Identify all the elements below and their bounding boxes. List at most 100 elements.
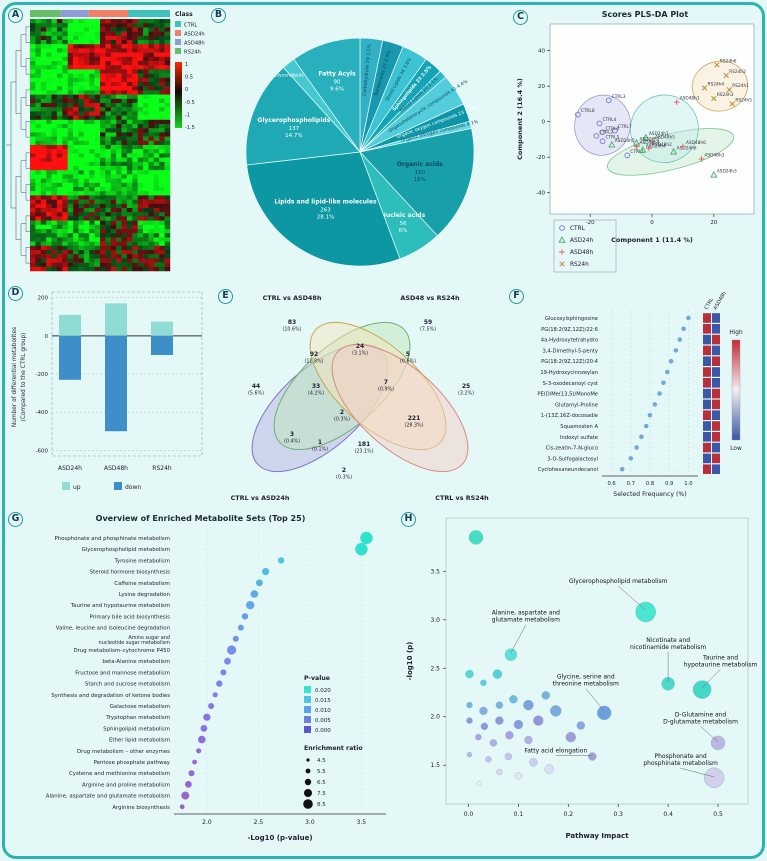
svg-text:Caffeine metabolism: Caffeine metabolism bbox=[114, 581, 170, 587]
svg-text:0.015: 0.015 bbox=[315, 698, 331, 704]
svg-text:Phosphonate and: Phosphonate and bbox=[655, 753, 707, 760]
svg-text:0.005: 0.005 bbox=[315, 718, 331, 724]
p athway-bubble-chart: 0.00.10.20.30.40.51.52.02.53.03.5Glycero… bbox=[406, 517, 757, 840]
svg-text:24: 24 bbox=[356, 343, 364, 350]
svg-text:Lipids and lipid-like molecule: Lipids and lipid-like molecules bbox=[274, 198, 377, 205]
svg-text:ASD24h: ASD24h bbox=[58, 465, 82, 472]
svg-text:CTRL8: CTRL8 bbox=[581, 108, 595, 114]
enrichment-dot bbox=[185, 781, 192, 788]
pie-chart: Carbohydrate 29 3.1%Benzenoids 27 2.9%St… bbox=[245, 37, 480, 267]
svg-text:-400: -400 bbox=[36, 410, 49, 416]
svg-text:(23.1%): (23.1%) bbox=[355, 449, 374, 455]
enrichment-dot bbox=[241, 613, 249, 620]
svg-text:-1.5: -1.5 bbox=[185, 125, 195, 131]
svg-text:0.5: 0.5 bbox=[713, 811, 723, 818]
plsda-scatter-chart: CTRL3CTRL8CTRL4CTRL7CTRL6CTRL2CTRL5CTRL1… bbox=[516, 23, 755, 273]
svg-text:CTRL7: CTRL7 bbox=[618, 124, 632, 130]
svg-text:150: 150 bbox=[414, 170, 425, 176]
frequency-dot bbox=[681, 326, 686, 332]
svg-text:3.5: 3.5 bbox=[430, 568, 440, 575]
svg-text:RS24h: RS24h bbox=[184, 50, 201, 56]
svg-text:-40: -40 bbox=[536, 191, 545, 197]
svg-text:ASD48h4: ASD48h4 bbox=[640, 140, 660, 146]
svg-text:ASD24h5: ASD24h5 bbox=[615, 138, 635, 144]
svg-text:Cysteine and methionine metabo: Cysteine and methionine metabolism bbox=[69, 771, 170, 777]
svg-text:S-3-oxodecanoyl cyst: S-3-oxodecanoyl cyst bbox=[543, 381, 598, 387]
svg-text:Primary bile acid biosynthesis: Primary bile acid biosynthesis bbox=[90, 614, 171, 620]
svg-text:Tryptophan metabolism: Tryptophan metabolism bbox=[105, 715, 170, 721]
svg-text:3.0: 3.0 bbox=[305, 819, 315, 826]
svg-text:25: 25 bbox=[462, 383, 470, 390]
svg-text:263: 263 bbox=[320, 207, 331, 213]
svg-text:Lysine degradation: Lysine degradation bbox=[119, 592, 170, 598]
svg-text:CTRL6: CTRL6 bbox=[606, 126, 620, 132]
panel-label-A: A bbox=[8, 8, 23, 23]
svg-text:(28.3%): (28.3%) bbox=[405, 423, 424, 429]
svg-text:ASD48h: ASD48h bbox=[104, 465, 128, 472]
pie-slice bbox=[359, 127, 475, 237]
svg-text:ASD48h: ASD48h bbox=[570, 250, 593, 256]
svg-text:nicotinamide metabolism: nicotinamide metabolism bbox=[630, 644, 706, 651]
svg-text:-log10 (p): -log10 (p) bbox=[406, 642, 414, 681]
svg-text:RS24h6: RS24h6 bbox=[720, 58, 737, 64]
svg-text:92: 92 bbox=[310, 351, 318, 358]
svg-text:ASD24h1: ASD24h1 bbox=[649, 131, 669, 137]
svg-text:7: 7 bbox=[384, 379, 388, 386]
svg-text:Arginine and proline metabolis: Arginine and proline metabolism bbox=[82, 782, 170, 788]
enrichment-dot bbox=[256, 579, 263, 587]
svg-text:181: 181 bbox=[358, 441, 371, 448]
svg-text:ASD24h: ASD24h bbox=[184, 32, 205, 38]
svg-text:137: 137 bbox=[289, 126, 300, 132]
panel-label-D: D bbox=[8, 286, 23, 301]
svg-text:20: 20 bbox=[538, 84, 545, 90]
svg-text:6.5: 6.5 bbox=[317, 780, 326, 786]
svg-text:0.4: 0.4 bbox=[663, 811, 673, 818]
svg-text:0.000: 0.000 bbox=[315, 728, 331, 734]
svg-text:Starch and sucrose metabolism: Starch and sucrose metabolism bbox=[85, 682, 170, 688]
frequency-dot bbox=[619, 466, 625, 472]
svg-text:ASD48h1: ASD48h1 bbox=[680, 96, 700, 102]
svg-text:RS24h5: RS24h5 bbox=[735, 97, 752, 103]
pie-slice bbox=[245, 67, 361, 166]
svg-text:Ether lipid metabolism: Ether lipid metabolism bbox=[109, 738, 170, 744]
svg-text:33: 33 bbox=[312, 383, 320, 390]
svg-text:(0.9%): (0.9%) bbox=[378, 387, 394, 393]
svg-text:40: 40 bbox=[538, 49, 545, 55]
svg-text:Galactose metabolism: Galactose metabolism bbox=[110, 704, 170, 710]
pie-slice bbox=[246, 151, 401, 267]
svg-text:59: 59 bbox=[424, 319, 432, 326]
plsda-points: CTRL3CTRL8CTRL4CTRL7CTRL6CTRL2CTRL5CTRL1… bbox=[574, 58, 752, 178]
panel-label-F: F bbox=[509, 289, 524, 304]
svg-text:200: 200 bbox=[38, 296, 49, 302]
svg-text:phosphinate metabolism: phosphinate metabolism bbox=[643, 760, 718, 767]
venn-region-counts: 83(10.6%)59(7.5%)92(11.8%)24(3.1%)5(0.6%… bbox=[248, 319, 474, 481]
enrichment-dot bbox=[237, 624, 244, 631]
svg-text:ASD48h: ASD48h bbox=[713, 291, 728, 311]
svg-text:ASD48h6: ASD48h6 bbox=[686, 140, 706, 146]
svg-text:3: 3 bbox=[290, 431, 294, 438]
svg-text:Alanine, aspartate and glutama: Alanine, aspartate and glutamate metabol… bbox=[46, 794, 170, 800]
svg-text:Fructose and mannose metabolis: Fructose and mannose metabolism bbox=[75, 670, 170, 676]
svg-text:CTRL4: CTRL4 bbox=[602, 117, 616, 123]
svg-text:2: 2 bbox=[340, 409, 344, 416]
svg-text:RS24h3: RS24h3 bbox=[717, 92, 734, 98]
svg-text:CTRL vs ASD24h: CTRL vs ASD24h bbox=[231, 494, 290, 502]
frequency-dot bbox=[657, 391, 662, 396]
svg-text:Cyclohexaneundecanoi: Cyclohexaneundecanoi bbox=[538, 467, 598, 473]
svg-text:(4.2%): (4.2%) bbox=[308, 391, 324, 397]
panel-label-C: C bbox=[513, 10, 528, 25]
enrichment-dot bbox=[216, 680, 223, 687]
svg-text:Number of differential metabol: Number of differential metabolites bbox=[12, 327, 18, 427]
svg-text:83: 83 bbox=[288, 319, 296, 326]
svg-text:Enrichment ratio: Enrichment ratio bbox=[304, 745, 363, 752]
svg-text:Glycerophospholipid metabolism: Glycerophospholipid metabolism bbox=[569, 578, 668, 585]
enrichment-dot bbox=[196, 748, 202, 754]
confidence-ellipses bbox=[574, 60, 749, 176]
frequency-dot bbox=[661, 380, 666, 386]
enrichment-dot bbox=[198, 735, 206, 744]
